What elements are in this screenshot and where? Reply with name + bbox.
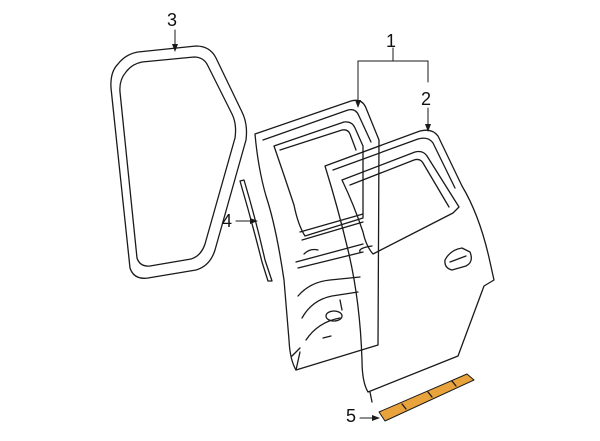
vertical-molding xyxy=(239,179,273,282)
outer-door xyxy=(324,129,495,403)
weatherstrip-seal xyxy=(110,45,248,279)
door-shell xyxy=(254,99,380,371)
callout-2: 2 xyxy=(421,89,432,109)
callout-3: 3 xyxy=(167,10,178,30)
callout-4: 4 xyxy=(222,211,233,231)
leader-lines xyxy=(174,29,429,419)
leader-arrowheads xyxy=(172,44,431,421)
callout-1: 1 xyxy=(386,31,397,51)
lower-molding xyxy=(378,373,475,422)
callout-5: 5 xyxy=(346,406,357,426)
